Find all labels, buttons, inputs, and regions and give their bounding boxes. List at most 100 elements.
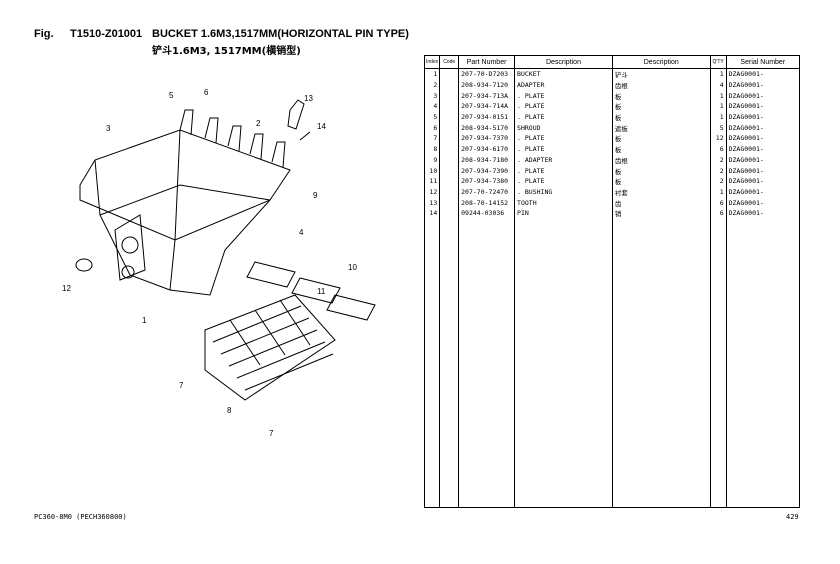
callout: 14	[317, 122, 326, 131]
cell-serial: DZAG0001-	[725, 207, 801, 219]
cell-serial: DZAG0001-	[725, 101, 801, 112]
callout: 11	[317, 287, 326, 296]
cell-serial: DZAG0001-	[725, 154, 801, 166]
cell-code	[439, 122, 460, 134]
cell-index: 14	[423, 207, 441, 219]
cell-index: 4	[423, 101, 441, 112]
cell-code	[439, 197, 460, 208]
col-code: Code	[439, 55, 460, 69]
cell-part: 208-934-5170	[458, 122, 516, 134]
cell-code	[439, 111, 460, 123]
cell-qty: 1	[709, 101, 727, 112]
cell-qty: 6	[709, 207, 727, 219]
cell-code	[439, 175, 460, 187]
cell-code	[439, 143, 460, 155]
cell-code	[439, 186, 460, 198]
cell-index: 2	[423, 79, 441, 91]
cell-index: 3	[423, 90, 441, 102]
cell-desc: . PLATE	[514, 101, 613, 112]
cell-index: 6	[423, 122, 441, 134]
cell-desc: PIN	[514, 207, 613, 219]
cell-desc_cn: 齿	[611, 197, 711, 208]
cell-index: 11	[423, 175, 441, 187]
cell-desc_cn: 板	[611, 111, 711, 123]
col-serial: Serial Number	[725, 55, 801, 69]
cell-qty: 2	[709, 165, 727, 176]
cell-index: 5	[423, 111, 441, 123]
col-part-number: Part Number	[458, 55, 516, 69]
cell-index: 1	[423, 68, 441, 80]
cell-code	[439, 101, 460, 112]
cell-index: 13	[423, 197, 441, 208]
cell-desc: TOOTH	[514, 197, 613, 208]
cell-serial: DZAG0001-	[725, 165, 801, 176]
cell-part: 207-934-6170	[458, 143, 516, 155]
cell-index: 10	[423, 165, 441, 176]
bushing-12	[75, 258, 93, 272]
cell-serial: DZAG0001-	[725, 175, 801, 187]
parts-table: Index Code Part Number Description Descr…	[423, 55, 801, 508]
cell-desc_cn: 板	[611, 165, 711, 176]
cell-part: 207-70-72470	[458, 186, 516, 198]
cell-code	[439, 79, 460, 91]
cell-desc_cn: 板	[611, 175, 711, 187]
callout: 10	[348, 263, 357, 272]
cell-qty: 1	[709, 186, 727, 198]
cell-qty: 6	[709, 143, 727, 155]
callout: 1	[142, 316, 147, 325]
footer-model: PC360-8M0 (PECH360800)	[34, 513, 127, 521]
callout: 2	[256, 119, 261, 128]
cell-part: 207-934-7390	[458, 165, 516, 176]
col-qty: Q'TY	[709, 55, 727, 69]
bucket-exploded-diagram: 5 6 13 3 2 14 9 4 10 11 12 1 7 8 7	[62, 88, 376, 438]
cell-desc_cn: 遮板	[611, 122, 711, 134]
cell-desc: . PLATE	[514, 175, 613, 187]
cell-index: 9	[423, 154, 441, 166]
cell-code	[439, 165, 460, 176]
cell-desc_cn: 板	[611, 133, 711, 144]
cell-desc_cn: 板	[611, 101, 711, 112]
cell-part: 207-934-0151	[458, 111, 516, 123]
cell-part: 09244-03036	[458, 207, 516, 219]
cell-qty: 1	[709, 90, 727, 102]
cell-serial: DZAG0001-	[725, 122, 801, 134]
cell-qty: 1	[709, 68, 727, 80]
cell-qty: 1	[709, 111, 727, 123]
cell-desc_cn: 齿根	[611, 79, 711, 91]
cell-serial: DZAG0001-	[725, 186, 801, 198]
callout: 12	[62, 284, 71, 293]
cell-desc: . PLATE	[514, 165, 613, 176]
cell-index: 8	[423, 143, 441, 155]
cell-desc_cn: 板	[611, 90, 711, 102]
cell-qty: 12	[709, 133, 727, 144]
table-filler	[423, 218, 801, 508]
callout: 6	[204, 88, 209, 97]
cell-index: 12	[423, 186, 441, 198]
fig-number: T1510-Z01001	[70, 28, 143, 40]
cell-serial: DZAG0001-	[725, 68, 801, 80]
cell-part: 207-934-713A	[458, 90, 516, 102]
cell-code	[439, 68, 460, 80]
cell-desc_cn: 板	[611, 143, 711, 155]
footer-page: 429	[786, 513, 799, 521]
cell-serial: DZAG0001-	[725, 90, 801, 102]
cell-index: 7	[423, 133, 441, 144]
cell-serial: DZAG0001-	[725, 79, 801, 91]
cell-serial: DZAG0001-	[725, 143, 801, 155]
cell-desc: . BUSHING	[514, 186, 613, 198]
cell-desc_cn: 铲斗	[611, 68, 711, 80]
